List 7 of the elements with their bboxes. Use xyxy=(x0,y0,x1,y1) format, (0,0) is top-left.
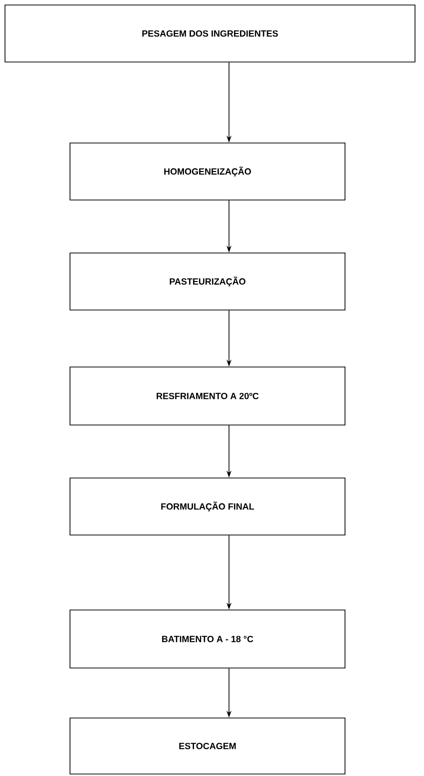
process-box: FORMULAÇÃO FINAL xyxy=(70,478,346,536)
process-box: HOMOGENEIZAÇÃO xyxy=(70,142,346,200)
process-box: ESTOCAGEM xyxy=(70,718,346,774)
process-box: PESAGEM DOS INGREDIENTES xyxy=(4,4,416,62)
process-box: RESFRIAMENTO A 20ºC xyxy=(70,366,346,426)
process-box: PASTEURIZAÇÃO xyxy=(70,252,346,310)
process-box: BATIMENTO A - 18 °C xyxy=(70,610,346,668)
